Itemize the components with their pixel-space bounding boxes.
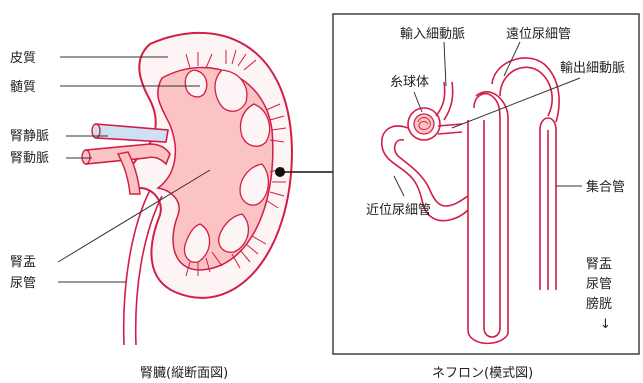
nephron-caption: ネフロン(模式図) <box>432 366 533 381</box>
label-medulla: 髄質 <box>10 80 36 95</box>
label-distal-tubule: 遠位尿細管 <box>506 27 571 42</box>
label-flow-bladder: 膀胱 <box>586 296 612 312</box>
flow-arrow-icon: ↓ <box>600 317 611 332</box>
label-cortex: 皮質 <box>10 51 36 66</box>
label-glomerulus: 糸球体 <box>390 75 429 90</box>
label-afferent-arteriole: 輸入細動脈 <box>400 27 465 42</box>
label-renal-pelvis: 腎盂 <box>10 255 36 270</box>
label-ureter: 尿管 <box>10 276 36 291</box>
label-flow-pelvis: 腎盂 <box>586 257 612 272</box>
label-proximal-tubule: 近位尿細管 <box>366 203 431 218</box>
label-flow-ureter: 尿管 <box>586 277 612 292</box>
label-renal-vein: 腎静脈 <box>10 129 49 144</box>
glomerulus <box>408 108 440 140</box>
nephron-panel: 輸入細動脈 遠位尿細管 糸球体 輸出細動脈 近位尿細管 集合管 腎盂 尿管 膀胱… <box>333 14 639 381</box>
label-efferent-arteriole: 輸出細動脈 <box>560 61 625 76</box>
kidney-section: 皮質 髄質 腎静脈 腎動脈 腎盂 尿管 腎臓(縦断面図) <box>10 33 292 381</box>
label-renal-artery: 腎動脈 <box>10 151 49 166</box>
kidney-caption: 腎臓(縦断面図) <box>140 366 228 381</box>
label-collecting-duct: 集合管 <box>586 179 625 195</box>
